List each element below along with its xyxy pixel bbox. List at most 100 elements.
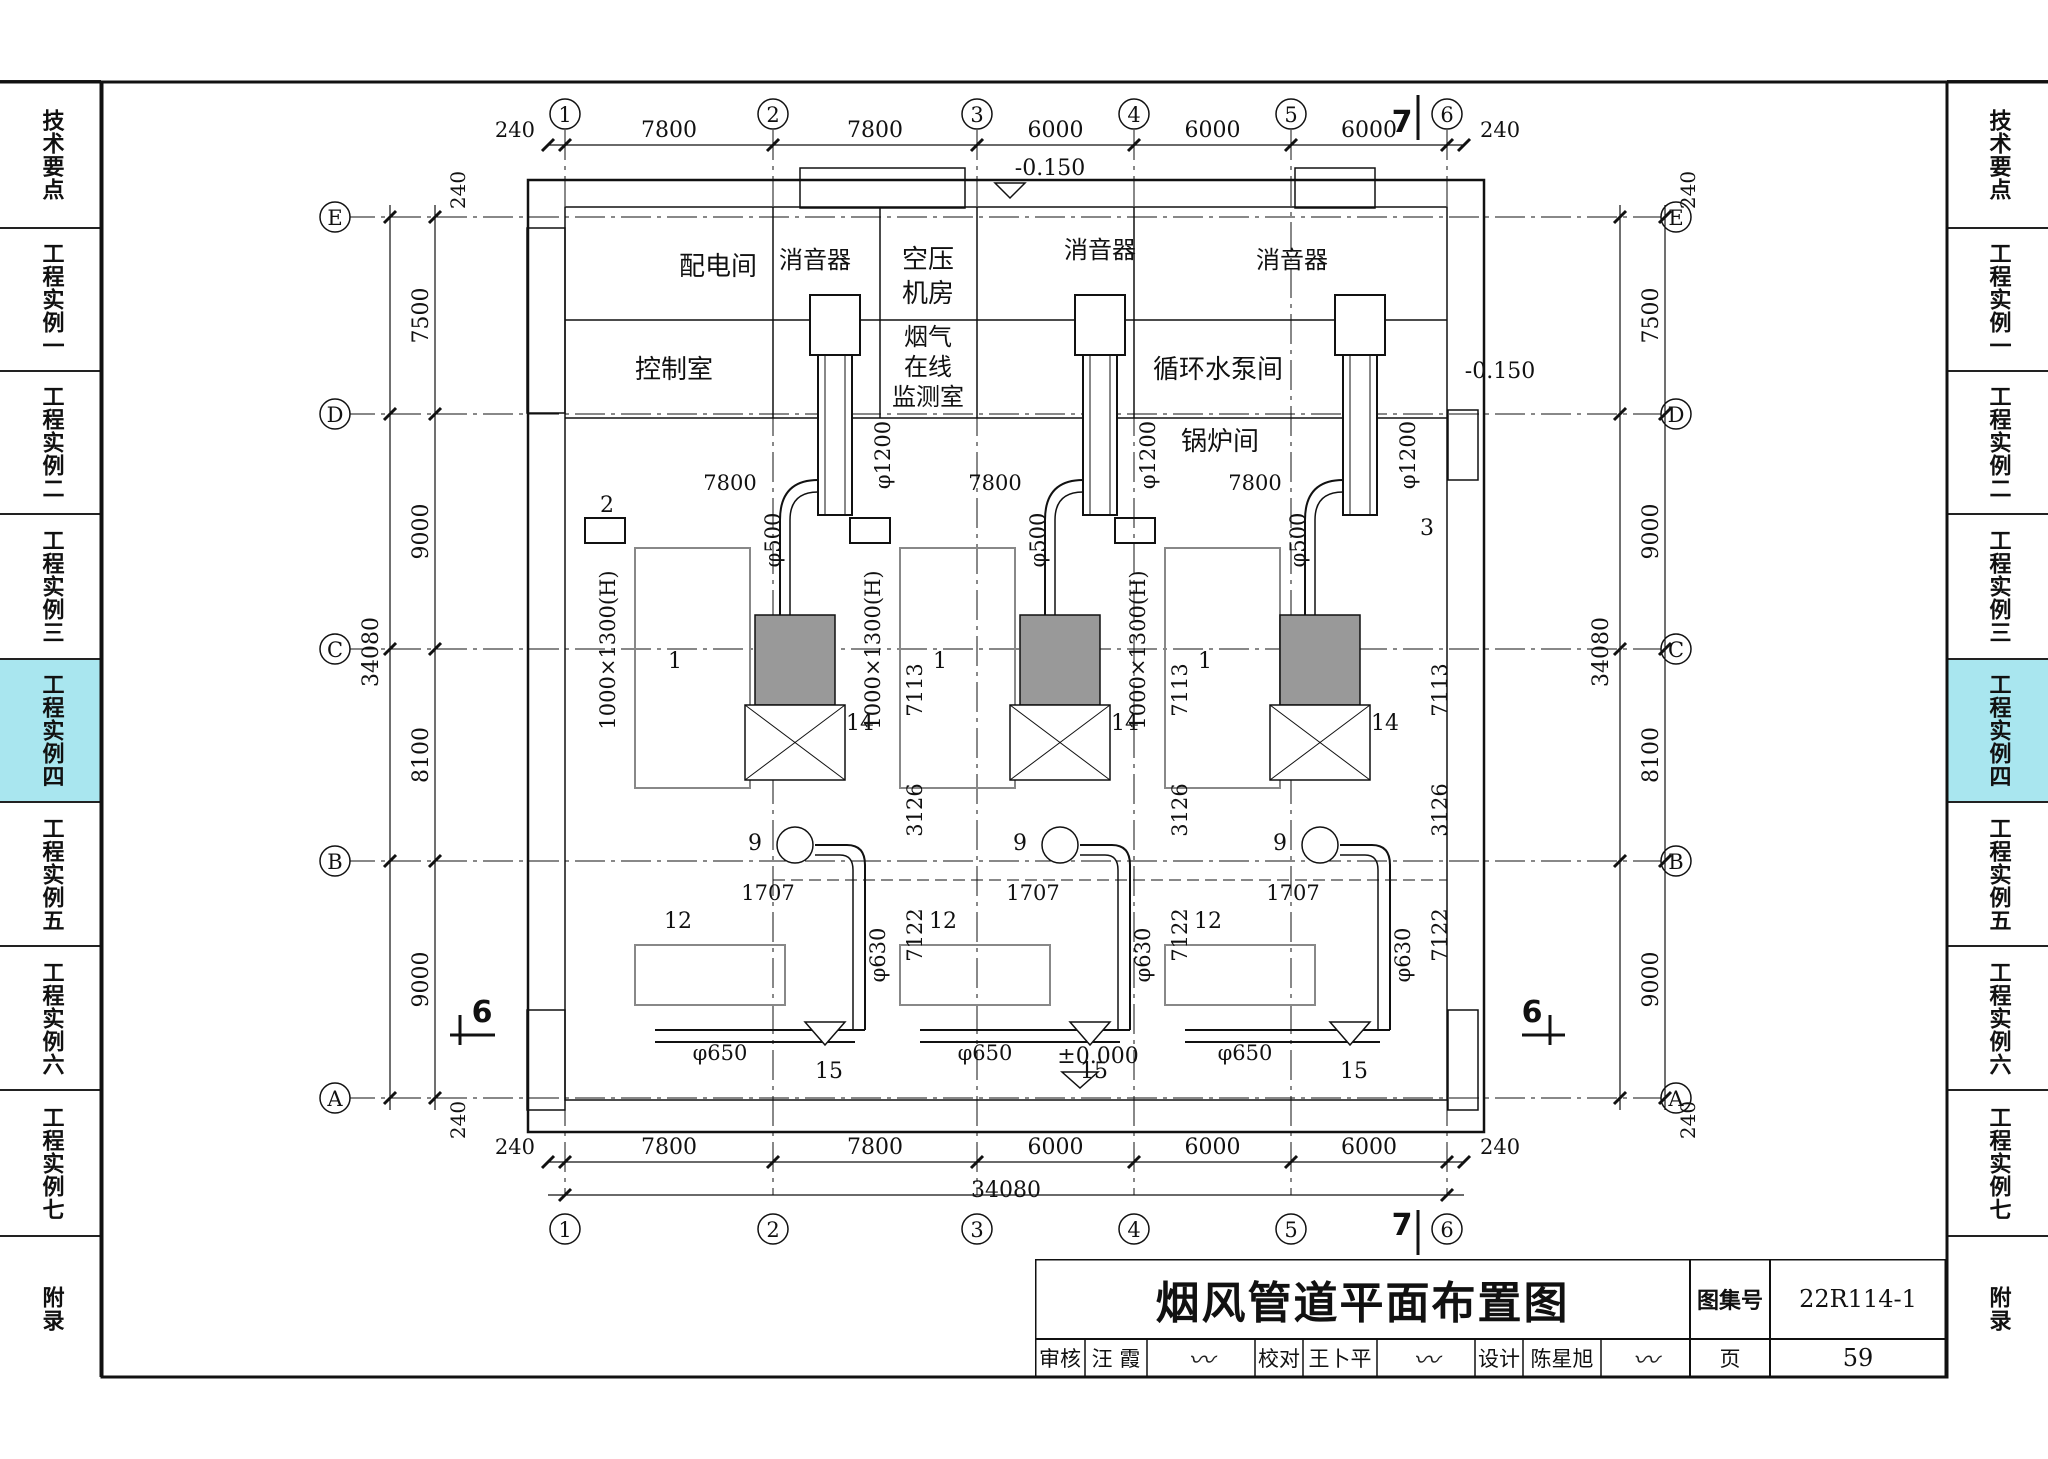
flue-fan-3 xyxy=(1301,826,1339,864)
section-mark-top: 7 xyxy=(1392,105,1413,140)
boiler-2 xyxy=(899,547,1016,789)
item-tag: 1 xyxy=(933,649,947,674)
designer-name: 陈星旭 xyxy=(1530,1347,1594,1371)
axis-bubble-C xyxy=(1660,633,1692,665)
dimension-tick xyxy=(557,1187,573,1203)
section-mark-bottom: 7 xyxy=(1392,1208,1413,1243)
level-symbol xyxy=(993,182,1027,200)
rect-duct-label: 1000×1300(H) xyxy=(861,570,885,729)
axis-bubble-4 xyxy=(1118,98,1150,130)
dimension-tick xyxy=(1439,1187,1455,1203)
axis-bubble-label: 6 xyxy=(1440,103,1453,127)
axis-bubble-E xyxy=(319,201,351,233)
axis-bubble-D xyxy=(1660,398,1692,430)
left-tab-4[interactable]: 工程实例三 xyxy=(0,513,101,658)
right-tab-label: 工程实例六 xyxy=(1985,960,2011,1076)
right-tab-6[interactable]: 工程实例五 xyxy=(1947,801,2048,945)
right-tab-label: 工程实例一 xyxy=(1985,242,2011,357)
left-tab-6[interactable]: 工程实例五 xyxy=(0,801,101,945)
axis-bubble-B xyxy=(319,845,351,877)
dimension-text: 7800 xyxy=(703,471,756,495)
duct-size-label: φ500 xyxy=(1286,513,1310,568)
economizer-1 xyxy=(754,614,836,706)
left-tab-5[interactable]: 工程实例四 xyxy=(0,658,101,801)
left-tab-8[interactable]: 工程实例七 xyxy=(0,1089,101,1235)
left-tab-9[interactable]: 附录 xyxy=(0,1235,101,1380)
left-tab-3[interactable]: 工程实例二 xyxy=(0,370,101,513)
silencer-label: 消音器 xyxy=(1256,246,1328,274)
dimension-tick xyxy=(1657,406,1673,422)
branch-duct-1 xyxy=(779,479,819,650)
left-tab-label: 技术要点 xyxy=(38,108,64,201)
item-tag: 15 xyxy=(815,1059,843,1084)
dimension-text: 1707 xyxy=(1006,881,1059,905)
dimension-tick xyxy=(1456,137,1472,153)
dimension-text: 6000 xyxy=(1185,1135,1241,1160)
page-label: 页 xyxy=(1719,1347,1741,1371)
left-tab-2[interactable]: 工程实例一 xyxy=(0,227,101,370)
right-tab-5[interactable]: 工程实例四 xyxy=(1947,658,2048,801)
duct-size-label: φ650 xyxy=(958,1041,1013,1065)
axis-bubble-A xyxy=(319,1082,351,1114)
dimension-text: 1707 xyxy=(741,881,794,905)
right-tab-9[interactable]: 附录 xyxy=(1947,1235,2048,1380)
check-label: 校对 xyxy=(1258,1347,1300,1371)
item-tag: 9 xyxy=(1273,831,1287,856)
room-label-compressor: 空压 xyxy=(902,245,954,275)
duct-size-label: φ650 xyxy=(693,1041,748,1065)
flue-duct-2 xyxy=(1082,354,1118,516)
dimension-text: 7800 xyxy=(641,118,697,143)
exterior-wall xyxy=(526,178,1486,1134)
dimension-text: 240 xyxy=(1676,171,1700,209)
axis-bubble-C xyxy=(319,633,351,665)
burner-1 xyxy=(634,944,786,1006)
dimension-text: 7113 xyxy=(903,663,927,716)
left-tab-label: 工程实例七 xyxy=(38,1105,64,1221)
right-tab-2[interactable]: 工程实例一 xyxy=(1947,227,2048,370)
right-tab-label: 附录 xyxy=(1985,1285,2011,1332)
level-mark: ±0.000 xyxy=(1057,1044,1138,1069)
right-tab-3[interactable]: 工程实例二 xyxy=(1947,370,2048,513)
item-tag: 1 xyxy=(1198,649,1212,674)
damper-1 xyxy=(803,1021,847,1047)
item-tag: 9 xyxy=(748,831,762,856)
rect-duct-2 xyxy=(849,517,891,544)
axis-bubble-label: 6 xyxy=(1440,1218,1453,1242)
dimension-text: 240 xyxy=(495,118,535,142)
outlet-duct-1 xyxy=(815,844,866,1030)
axis-bubble-3 xyxy=(961,98,993,130)
review-label: 审核 xyxy=(1039,1347,1081,1371)
right-tab-label: 工程实例五 xyxy=(1985,816,2011,932)
axis-bubble-label: 2 xyxy=(766,1218,779,1242)
silencer-label: 消音器 xyxy=(1064,236,1136,264)
right-tab-7[interactable]: 工程实例六 xyxy=(1947,945,2048,1089)
checker-signature: 〰 xyxy=(1412,1345,1439,1376)
dimension-text: 7113 xyxy=(1168,663,1192,716)
right-tab-4[interactable]: 工程实例三 xyxy=(1947,513,2048,658)
item-tag: 3 xyxy=(1420,516,1434,541)
dimension-tick xyxy=(557,1154,573,1170)
axis-bubble-label: 3 xyxy=(970,1218,983,1242)
designer-signature: 〰 xyxy=(1632,1345,1659,1376)
axis-bubble-label: 4 xyxy=(1127,103,1140,127)
duct-size-label: φ630 xyxy=(1391,928,1415,983)
dimension-text: 9000 xyxy=(409,504,434,560)
axis-bubble-label: A xyxy=(326,1087,343,1111)
dimension-text: 8100 xyxy=(1639,727,1664,783)
left-tab-label: 工程实例一 xyxy=(38,242,64,357)
axis-bubble-2 xyxy=(757,1213,789,1245)
duct-size-label: φ1200 xyxy=(1396,421,1420,489)
item-tag: 2 xyxy=(600,493,614,518)
axis-bubble-D xyxy=(319,398,351,430)
flue-duct-1 xyxy=(817,354,853,516)
right-tab-8[interactable]: 工程实例七 xyxy=(1947,1089,2048,1235)
dimension-text: 6000 xyxy=(1341,1135,1397,1160)
dimension-tick xyxy=(1657,853,1673,869)
overall-dimension-text: 34080 xyxy=(1589,617,1614,687)
left-tab-7[interactable]: 工程实例六 xyxy=(0,945,101,1089)
overall-dimension-text: 34080 xyxy=(359,617,384,687)
wall-opening xyxy=(1294,167,1376,209)
reviewer-signature: 〰 xyxy=(1187,1345,1214,1376)
axis-bubble-label: D xyxy=(1668,403,1685,427)
level-mark: -0.150 xyxy=(1465,359,1535,384)
